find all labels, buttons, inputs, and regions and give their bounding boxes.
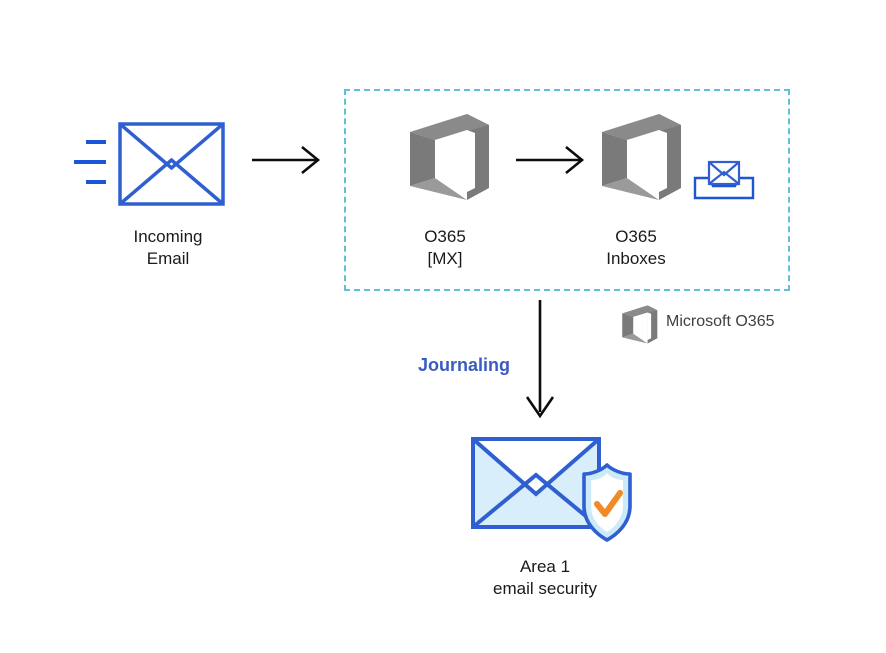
journaling-label: Journaling (418, 355, 511, 375)
envelope-shield-check-icon (468, 434, 636, 546)
arrow-right-icon (252, 144, 324, 176)
office-365-logo-icon (620, 302, 660, 346)
arrow-right-icon (516, 144, 588, 176)
office-365-logo-icon (597, 108, 687, 204)
legend-label: Microsoft O365 (666, 313, 775, 330)
office-365-logo-icon (405, 108, 495, 204)
arrow-down-icon (522, 300, 558, 420)
inbox-tray-envelope-icon (692, 158, 756, 202)
incoming-email-label: Incoming Email (133, 227, 203, 268)
o365-boundary-group (344, 89, 790, 291)
o365-inboxes-label: O365 Inboxes (606, 227, 666, 268)
area1-email-security-label: Area 1 email security (493, 557, 597, 598)
envelope-with-speed-lines-icon (72, 118, 232, 210)
o365-mx-label: O365 [MX] (424, 227, 466, 268)
